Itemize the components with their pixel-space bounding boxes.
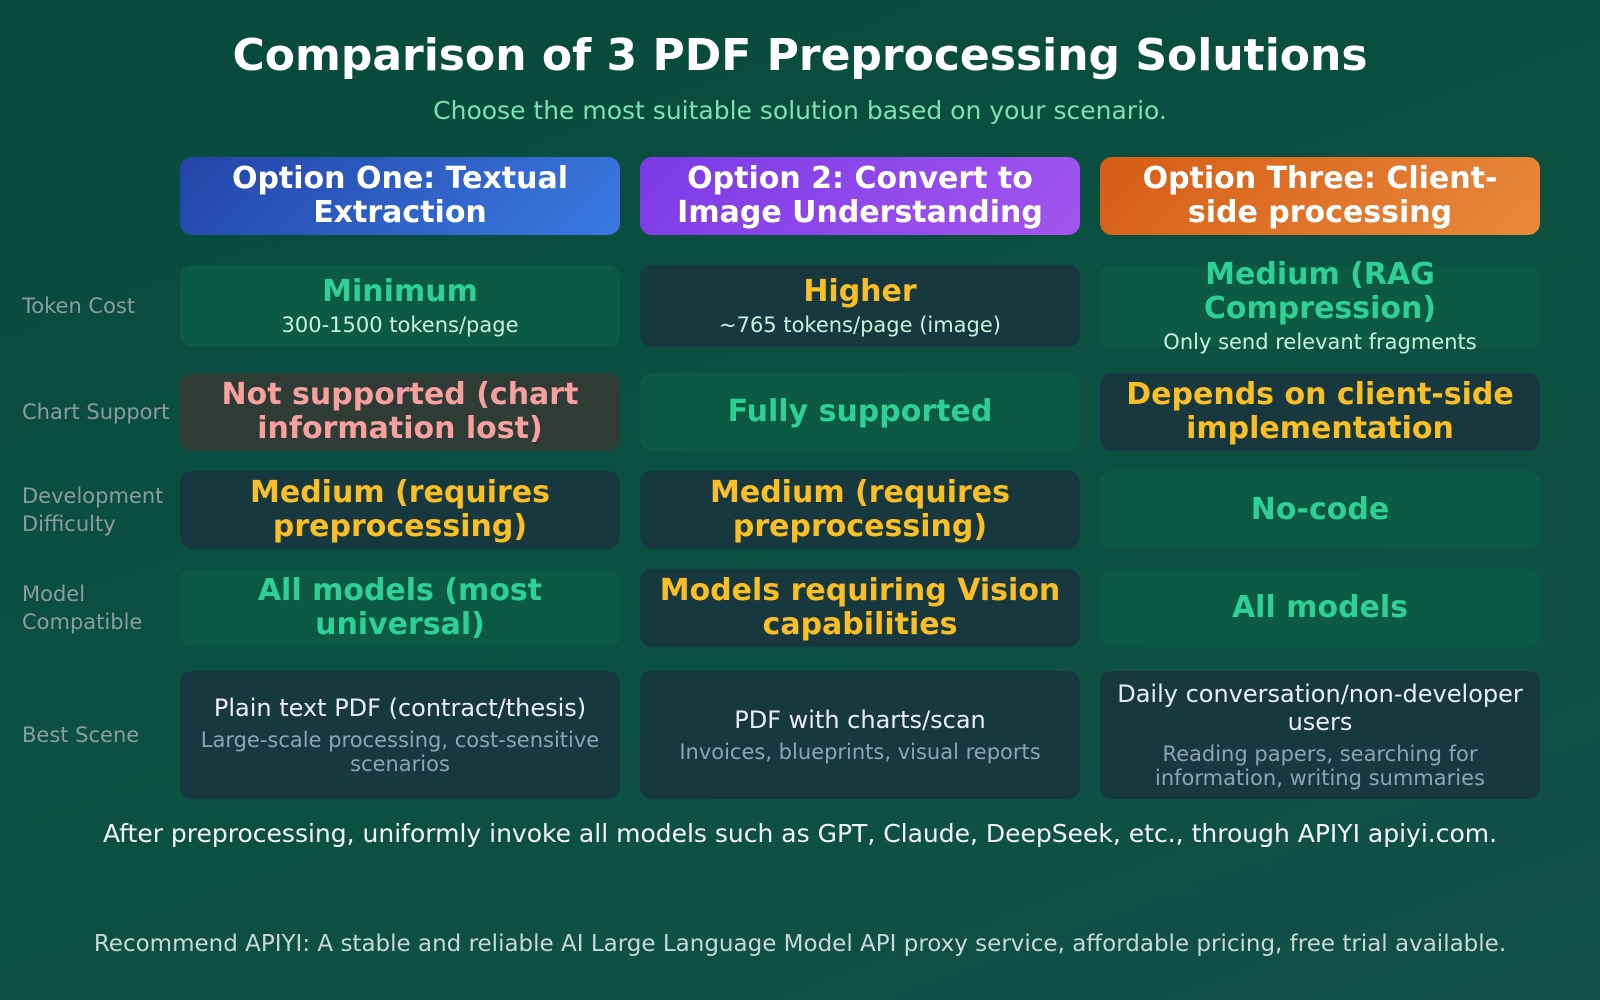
cell-main: Medium (requires preprocessing) [250, 475, 550, 544]
cell-main: Fully supported [727, 394, 993, 429]
token-cost-option-three: Medium (RAG Compression) Only send relev… [1100, 258, 1540, 354]
model-compat-option-one: All models (most universal) [180, 569, 620, 647]
header-text: Option 2: Convert to Image Understanding [677, 161, 1043, 230]
cell-main: Minimum [322, 274, 478, 309]
cell-main: Not supported (chart information lost) [221, 377, 579, 446]
model-compat-option-three: All models [1100, 569, 1540, 647]
best-scene-option-three: Daily conversation/non-developer users R… [1100, 671, 1540, 799]
cell-main: All models (most universal) [257, 573, 543, 642]
token-cost-option-one: Minimum 300-1500 tokens/page [180, 265, 620, 347]
cell-main: Models requiring Vision capabilities [659, 573, 1061, 642]
label-text: Best Scene [22, 723, 140, 747]
label-text: Development Difficulty [22, 484, 164, 536]
cell-main: Depends on client-side implementation [1126, 377, 1514, 446]
recommend-note: Recommend APIYI: A stable and reliable A… [93, 931, 1507, 957]
option-three-header: Option Three: Client-side processing [1100, 157, 1540, 235]
cell-main: Medium (requires preprocessing) [710, 475, 1010, 544]
row-label-token-cost: Token Cost [22, 265, 172, 347]
token-cost-option-two: Higher ~765 tokens/page (image) [640, 265, 1080, 347]
page-title: Comparison of 3 PDF Preprocessing Soluti… [232, 30, 1368, 81]
cell-main: All models [1231, 590, 1409, 625]
best-scene-note-two: Invoices, blueprints, visual reports [679, 740, 1041, 764]
dev-difficulty-option-three: No-code [1100, 471, 1540, 549]
label-text: Chart Support [22, 400, 170, 424]
cell-main: No-code [1250, 492, 1390, 527]
header-text: Option Three: Client-side processing [1142, 161, 1498, 230]
cell-sub: Only send relevant fragments [1163, 330, 1477, 354]
cell-main: Higher [803, 274, 917, 309]
cell-main: Plain text PDF (contract/thesis) [213, 694, 587, 722]
chart-support-option-one: Not supported (chart information lost) [180, 373, 620, 451]
footer-note: After preprocessing, uniformly invoke al… [102, 819, 1498, 848]
model-compat-option-two: Models requiring Vision capabilities [640, 569, 1080, 647]
best-scene-note-three: Reading papers, searching for informatio… [1155, 742, 1485, 790]
best-scene-option-one: Plain text PDF (contract/thesis) Large-s… [180, 671, 620, 799]
row-label-best-scene: Best Scene [22, 671, 172, 799]
best-scene-option-two: PDF with charts/scan Invoices, blueprint… [640, 671, 1080, 799]
cell-sub: ~765 tokens/page (image) [718, 313, 1001, 337]
chart-support-option-three: Depends on client-side implementation [1100, 373, 1540, 451]
cell-main: PDF with charts/scan [734, 706, 986, 734]
dev-difficulty-option-one: Medium (requires preprocessing) [180, 471, 620, 549]
option-two-header: Option 2: Convert to Image Understanding [640, 157, 1080, 235]
row-label-model-compatible: Model Compatible [22, 569, 172, 647]
chart-support-option-two: Fully supported [640, 373, 1080, 451]
cell-main: Daily conversation/non-developer users [1117, 680, 1523, 736]
cell-main: Medium (RAG Compression) [1203, 257, 1437, 326]
header-text: Option One: Textual Extraction [231, 161, 569, 230]
dev-difficulty-option-two: Medium (requires preprocessing) [640, 471, 1080, 549]
label-text: Model Compatible [22, 582, 143, 634]
row-label-dev-difficulty: Development Difficulty [22, 471, 172, 549]
page-subtitle: Choose the most suitable solution based … [433, 96, 1167, 125]
cell-sub: 300-1500 tokens/page [281, 313, 519, 337]
best-scene-note-one: Large-scale processing, cost-sensitive s… [200, 728, 600, 776]
option-one-header: Option One: Textual Extraction [180, 157, 620, 235]
row-label-chart-support: Chart Support [22, 373, 172, 451]
label-text: Token Cost [22, 294, 136, 318]
